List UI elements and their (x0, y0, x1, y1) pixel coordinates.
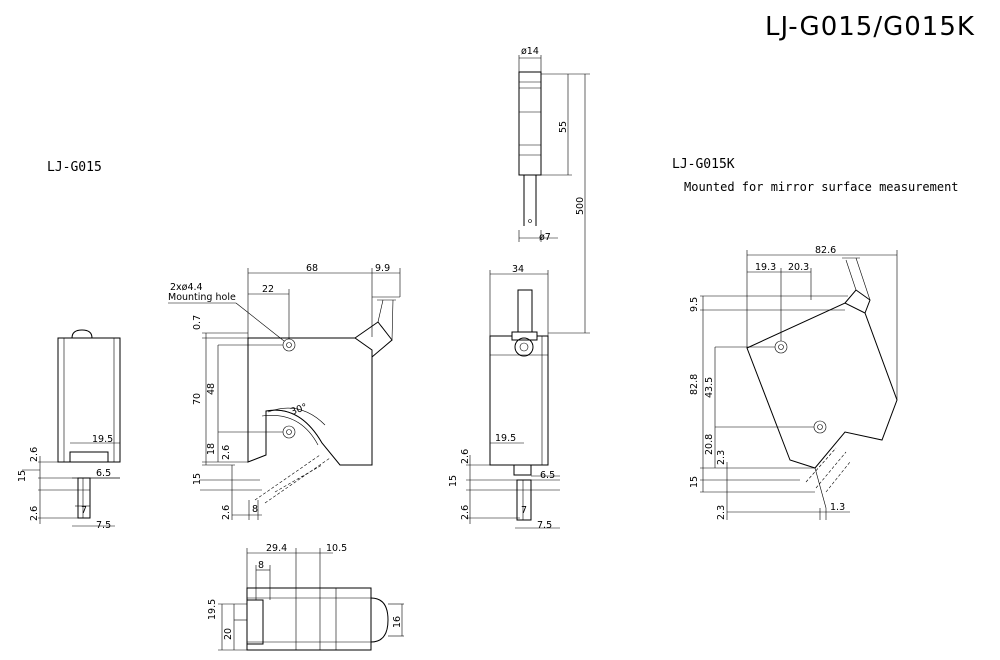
dim-fv-base: 15 (448, 475, 459, 487)
dim-cable-diameter: ø14 (521, 46, 539, 57)
dim-cable-thin-diameter: ø7 (539, 232, 551, 243)
dim-fv-foot-width: 7.5 (537, 520, 552, 531)
dim-fv-window: 19.5 (495, 433, 516, 444)
dim-ev-width: 19.5 (92, 434, 113, 445)
callout-mounting-hole: Mounting hole (168, 292, 236, 303)
dim-ev-height: 15 (17, 470, 28, 482)
drawing-title: LJ-G015/G015K (765, 12, 975, 42)
side-view (168, 268, 401, 520)
dim-mm-base: 15 (689, 476, 700, 488)
dim-sv-hole-x: 22 (262, 284, 274, 295)
dim-bv-hole-x: 29.4 (266, 543, 287, 554)
dim-ev-foot-width: 7.5 (96, 520, 111, 531)
dim-sv-lug: 9.9 (375, 263, 390, 274)
right-view-label: LJ-G015K (672, 157, 735, 172)
dim-mm-gap-a: 2.3 (716, 450, 727, 465)
dim-fv-offset: 6.5 (540, 470, 555, 481)
dim-cable-length: 500 (575, 197, 586, 215)
mirror-mount-view (700, 250, 898, 520)
right-view-sublabel: Mounted for mirror surface measurement (684, 180, 959, 194)
end-view-left (22, 329, 121, 527)
dim-sv-height: 70 (192, 393, 203, 405)
front-view (466, 270, 560, 529)
dim-mm-hole-x: 19.3 (755, 262, 776, 273)
dim-mm-length: 82.6 (815, 245, 836, 256)
left-view-label: LJ-G015 (47, 160, 102, 175)
dim-sv-base: 15 (192, 473, 203, 485)
dim-mm-top: 9.5 (689, 297, 700, 312)
dim-sv-gap-a: 2.6 (221, 445, 232, 460)
dim-bv-hole-y: 19.5 (207, 599, 218, 620)
cable-connector (518, 55, 590, 334)
bottom-view (218, 548, 404, 651)
dim-bv-cap: 16 (392, 616, 403, 628)
dim-ev-bottom-gap: 2.6 (29, 506, 40, 521)
dim-sv-window: 8 (252, 504, 258, 515)
dim-bv-width: 20 (223, 628, 234, 640)
dim-fv-width: 34 (512, 264, 524, 275)
dim-mm-gap-b: 2.3 (716, 505, 727, 520)
dim-sv-length: 68 (306, 263, 318, 274)
dim-ev-foot: 7 (81, 505, 87, 516)
dim-ev-top-gap: 2.6 (29, 447, 40, 462)
dim-fv-top-gap: 2.6 (460, 449, 471, 464)
dim-sv-hole-bottom: 18 (206, 443, 217, 455)
dim-connector-length: 55 (558, 121, 569, 133)
dim-sv-top-gap: 0.7 (192, 315, 203, 330)
dim-bv-offset: 10.5 (326, 543, 347, 554)
dim-mm-hole-pitch: 20.3 (788, 262, 809, 273)
dim-fv-foot: 7 (521, 505, 527, 516)
dim-mm-hole-bottom: 20.8 (704, 434, 715, 455)
dim-mm-offset: 1.3 (830, 502, 845, 513)
dim-mm-hole-pitch-y: 43.5 (704, 377, 715, 398)
callout-hole-size: 2xø4.4 (170, 282, 203, 293)
dim-sv-gap-b: 2.6 (221, 505, 232, 520)
dim-sv-hole-pitch: 48 (206, 383, 217, 395)
dim-sv-angle: 30° (289, 402, 309, 418)
dim-ev-offset: 6.5 (96, 468, 111, 479)
dim-bv-window: 8 (258, 560, 264, 571)
dim-fv-bottom-gap: 2.6 (460, 505, 471, 520)
dim-mm-height: 82.8 (689, 374, 700, 395)
